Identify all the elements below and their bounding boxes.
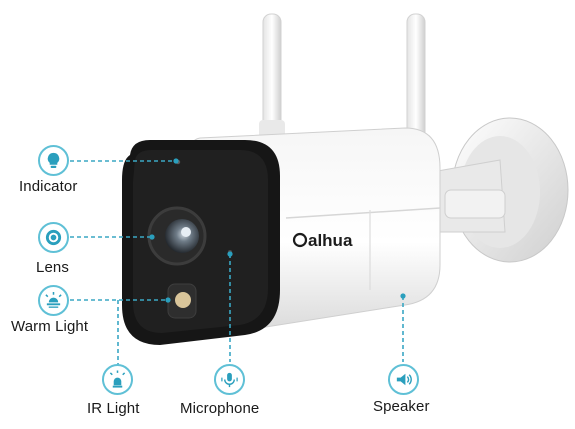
speaker-icon [388,364,419,395]
brand-logo: alhua [308,231,353,250]
camera-face [122,140,280,345]
bulb-icon [38,145,69,176]
leader-lines [70,160,404,370]
microphone-icon [214,364,245,395]
brand-logo-mark [292,232,308,248]
warm-light-icon [38,285,69,316]
callout-label-indicator: Indicator [19,178,78,195]
lens-icon [38,222,69,253]
callout-label-speaker: Speaker [373,398,430,415]
callout-label-microphone: Microphone [180,400,260,417]
ir-light-icon [102,364,133,395]
wall-mount [431,117,569,263]
callout-label-lens: Lens [36,259,69,276]
leader-dots [149,158,406,303]
callout-label-warm-light: Warm Light [11,318,89,335]
callout-label-ir-light: IR Light [87,400,140,417]
